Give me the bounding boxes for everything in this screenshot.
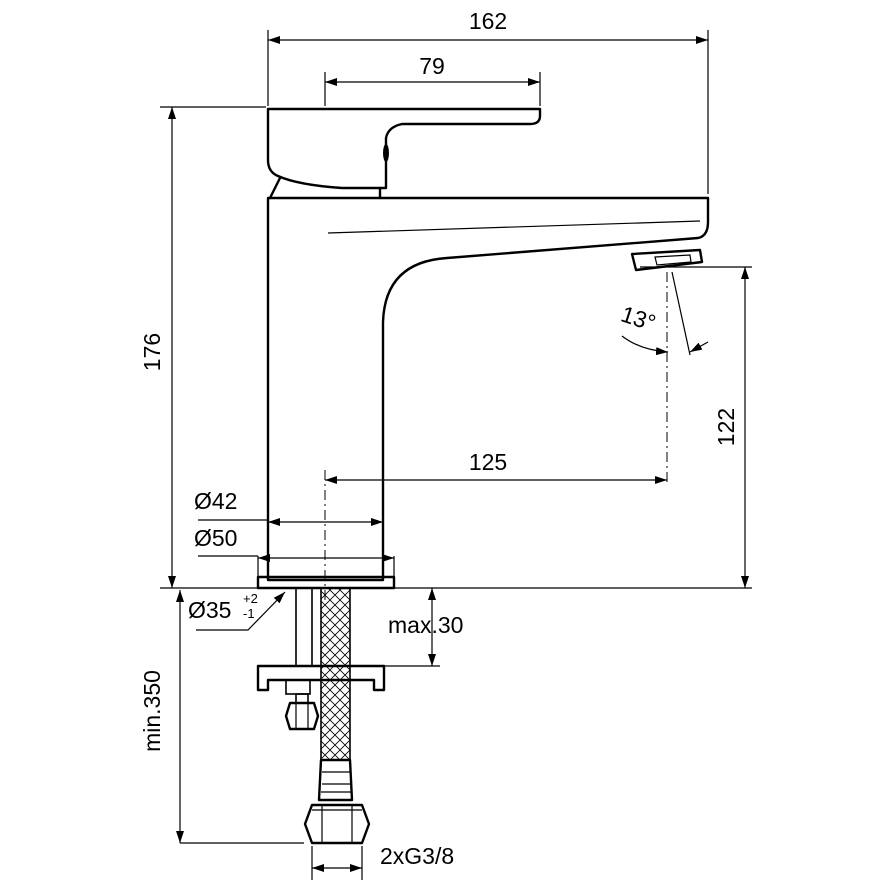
base-plate [256, 575, 396, 590]
label-122: 122 [713, 408, 739, 446]
mounting-nut [284, 701, 320, 731]
leader-d35 [196, 591, 286, 631]
label-13deg: 13° [618, 301, 659, 336]
connection-nut [303, 803, 371, 845]
label-min350: min.350 [139, 670, 165, 752]
dimension-lines [168, 36, 749, 872]
aerator-inner [654, 254, 692, 266]
washer [285, 679, 311, 695]
cartridge-neck [268, 176, 382, 200]
lever-handle [266, 107, 542, 190]
label-d50: Ø50 [194, 525, 237, 551]
body-spout [266, 196, 710, 582]
label-d42: Ø42 [194, 488, 237, 514]
braided-hose [320, 587, 351, 761]
hose-ferrule [317, 758, 354, 802]
label-2xg38: 2xG3/8 [380, 843, 454, 869]
threaded-rod [295, 587, 313, 667]
dimension-labels: 162 79 176 122 125 13° Ø42 Ø50 Ø35 +2 -1… [139, 8, 739, 869]
lever-screw [383, 144, 389, 162]
extension-lines [160, 30, 752, 880]
label-d35-tol-lower: -1 [243, 606, 255, 621]
label-176: 176 [139, 333, 165, 371]
label-79: 79 [419, 53, 445, 79]
label-max30: max.30 [388, 612, 463, 638]
angle-arc-13 [621, 335, 669, 356]
mounting-parts [256, 587, 386, 845]
label-162: 162 [469, 8, 507, 34]
label-125: 125 [469, 449, 507, 475]
mounting-bracket [256, 664, 386, 692]
aerator [630, 248, 704, 272]
label-d35: Ø35 [188, 597, 231, 623]
spout-edge-line [327, 220, 701, 234]
label-d35-tol-upper: +2 [243, 591, 258, 606]
